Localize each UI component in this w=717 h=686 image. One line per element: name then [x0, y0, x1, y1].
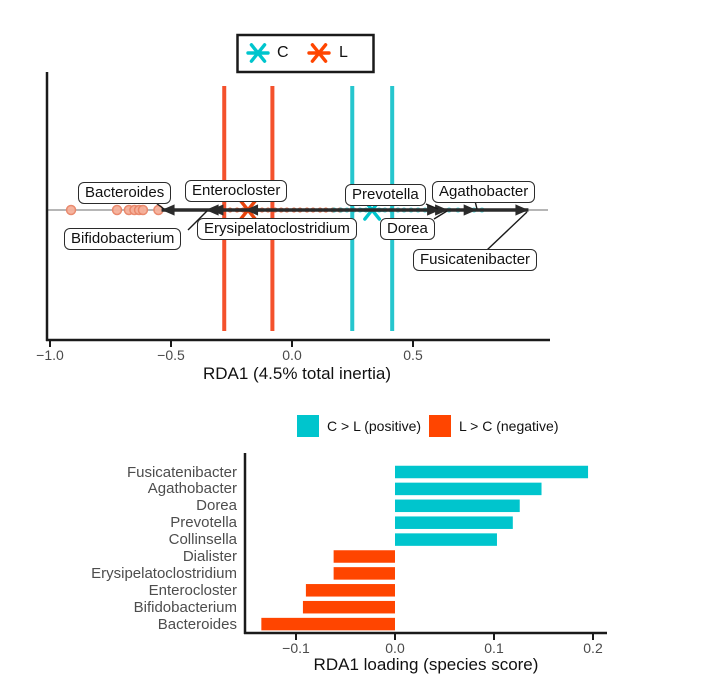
bar-agathobacter — [395, 482, 542, 496]
bar-dorea — [395, 499, 520, 513]
label-connector-dorea — [433, 210, 448, 220]
bar-enterocloster — [305, 584, 395, 597]
top-x-axis-title: RDA1 (4.5% total inertia) — [202, 364, 392, 383]
bar-erysipelatoclostridium — [333, 567, 395, 580]
legend-label-positive: C > L (positive) — [327, 418, 422, 434]
legend-label-negative: L > C (negative) — [459, 418, 559, 434]
species-arrowhead-dorea — [435, 204, 449, 216]
species-arrowhead-agathobacter — [463, 204, 477, 216]
sample-point-l — [65, 204, 77, 216]
bottom-x-axis-title: RDA1 loading (species score) — [313, 655, 539, 674]
label-connector-fusicatenibacter — [486, 211, 528, 251]
species-arrowhead-erysipelatoclostridium — [245, 204, 259, 216]
sample-point-l — [111, 204, 123, 216]
sample-point-l — [137, 204, 149, 216]
label-connector-prevotella — [425, 203, 439, 210]
species-arrowhead-prevotella — [427, 204, 441, 216]
species-arrowhead-enterocloster — [210, 204, 224, 216]
label-connector-bifidobacterium — [187, 210, 208, 231]
bar-fusicatenibacter — [395, 465, 589, 479]
l-marker-icon — [310, 43, 328, 63]
bar-prevotella — [395, 516, 513, 529]
species-arrowhead-fusicatenibacter — [515, 204, 529, 216]
bar-collinsella — [395, 533, 497, 546]
legend-swatch-negative — [429, 415, 451, 437]
legend-swatch-positive — [297, 415, 319, 437]
c-marker-icon — [249, 43, 267, 63]
legend-label-c: C — [277, 44, 289, 61]
legend-label-l: L — [339, 44, 348, 61]
bar-dialister — [333, 550, 395, 563]
species-arrowhead-bacteroides — [161, 204, 175, 216]
bar-bacteroides — [261, 617, 395, 631]
bar-bifidobacterium — [302, 600, 395, 614]
